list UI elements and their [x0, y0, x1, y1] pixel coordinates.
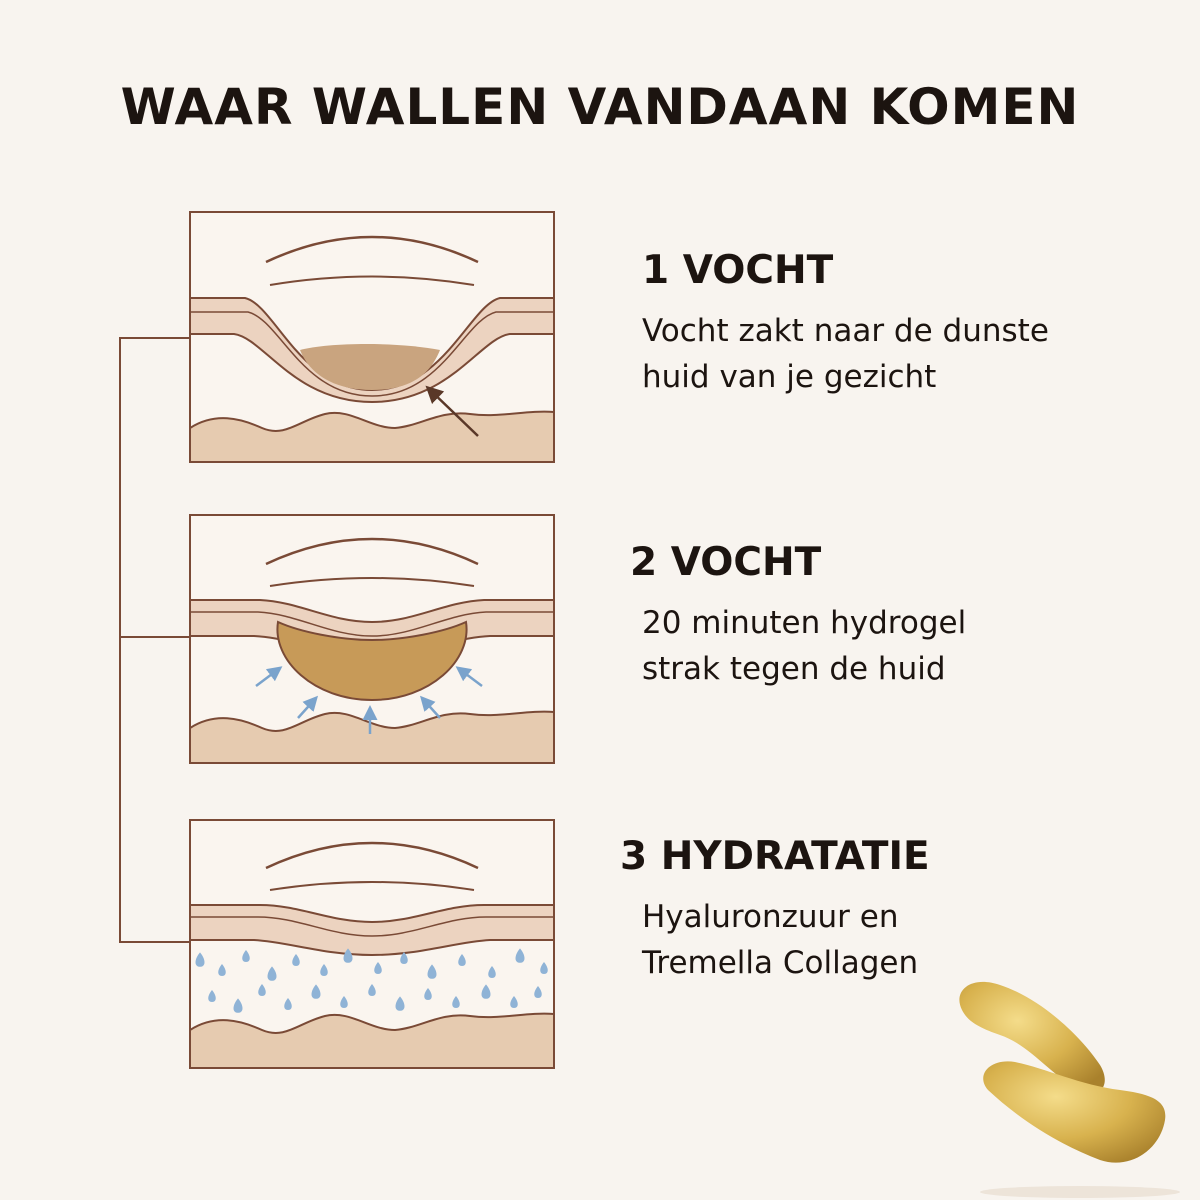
step-1-line-1: Vocht zakt naar de dunste: [642, 313, 1049, 349]
gold-eye-patch-icon: [959, 981, 1180, 1198]
water-drop-icon: [340, 996, 348, 1008]
page-title: WAAR WALLEN VANDAAN KOMEN: [120, 78, 1080, 136]
water-drop-icon: [400, 952, 408, 964]
step-3-heading: 3 HYDRATATIE: [620, 834, 930, 879]
fluid-pool: [300, 344, 440, 390]
water-drop-icon: [515, 948, 525, 963]
step-3-line-1: Hyaluronzuur en: [642, 899, 899, 935]
step-2-description: 20 minuten hydrogel strak tegen de huid: [642, 600, 966, 692]
step-1-line-2: huid van je gezicht: [642, 359, 937, 395]
water-drop-icon: [258, 984, 266, 996]
pressure-arrow: [419, 695, 441, 719]
step-2-heading: 2 VOCHT: [630, 540, 822, 585]
step-1-description: Vocht zakt naar de dunste huid van je ge…: [642, 308, 1049, 400]
panel-3-frame: [189, 819, 555, 1069]
panel-hydrogel-patch: [190, 515, 554, 763]
water-drop-icon: [458, 954, 466, 966]
water-drop-icon: [481, 984, 491, 999]
water-drop-icon: [320, 964, 328, 976]
panel-hydration: [190, 820, 554, 1068]
water-drop-icon: [395, 996, 405, 1011]
water-drop-icon: [195, 952, 205, 967]
pressure-arrow: [297, 695, 319, 719]
panel-1-frame: [189, 211, 555, 463]
water-drop-icon: [510, 996, 518, 1008]
water-drop-icon: [242, 950, 250, 962]
water-drop-icon: [374, 962, 382, 974]
water-drop-icon: [267, 966, 277, 981]
water-drop-icon: [292, 954, 300, 966]
water-drop-icon: [233, 998, 243, 1013]
panel-2-frame: [189, 514, 555, 764]
pressure-arrow: [455, 666, 483, 687]
panel-fluid-sagging: [190, 212, 554, 462]
water-drop-icon: [424, 988, 432, 1000]
step-1-heading: 1 VOCHT: [642, 248, 834, 293]
step-2-line-2: strak tegen de huid: [642, 651, 946, 687]
connector-bracket: [119, 337, 190, 943]
water-droplets: [195, 948, 548, 1013]
water-drop-icon: [311, 984, 321, 999]
water-drop-icon: [343, 948, 353, 963]
pressure-arrow: [255, 666, 283, 687]
step-3-description: Hyaluronzuur en Tremella Collagen: [642, 894, 918, 986]
water-drop-icon: [427, 964, 437, 979]
water-drop-icon: [488, 966, 496, 978]
hydrogel-patch: [276, 620, 468, 702]
water-drop-icon: [208, 990, 216, 1002]
pointer-arrow: [425, 385, 479, 437]
water-drop-icon: [534, 986, 542, 998]
step-2-line-1: 20 minuten hydrogel: [642, 605, 967, 641]
water-drop-icon: [452, 996, 460, 1008]
step-3-line-2: Tremella Collagen: [642, 945, 919, 981]
water-drop-icon: [218, 964, 226, 976]
water-drop-icon: [540, 962, 548, 974]
water-drop-icon: [284, 998, 292, 1010]
water-drop-icon: [368, 984, 376, 996]
